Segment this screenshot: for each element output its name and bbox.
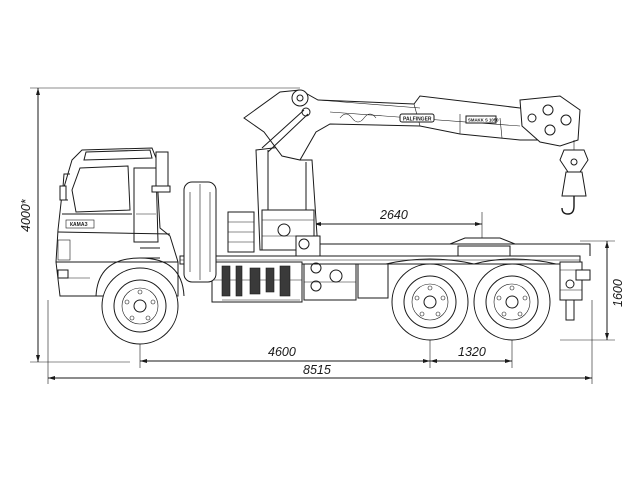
chassis-frame [179,237,591,321]
fifth-wheel-offset-label: 2640 [379,208,408,222]
crane-column [255,145,321,257]
crane-model: SMAKK S 1050 [468,118,499,123]
overall-height-label: 4000* [19,198,33,232]
truck-cab: КАМАЗ [55,147,179,297]
crane-boom: PALFINGER SMAKK S 1050 [243,89,581,170]
crane-brand: PALFINGER [403,117,432,123]
overall-length-label: 8515 [303,363,331,377]
dimension-lines [30,87,615,384]
cab-badge: КАМАЗ [70,222,88,228]
wheelbase-front-label: 4600 [268,345,296,359]
rear-axle-spacing-label: 1320 [458,345,486,359]
crane-hook [559,149,589,215]
wheel-arches [95,257,557,297]
rear-wheel-2 [473,263,551,341]
spare-wheel [183,181,217,283]
front-wheel [101,267,179,345]
rear-wheel-1 [391,263,469,341]
tail-height-label: 1600 [611,279,625,307]
outrigger-ladder [227,211,255,253]
